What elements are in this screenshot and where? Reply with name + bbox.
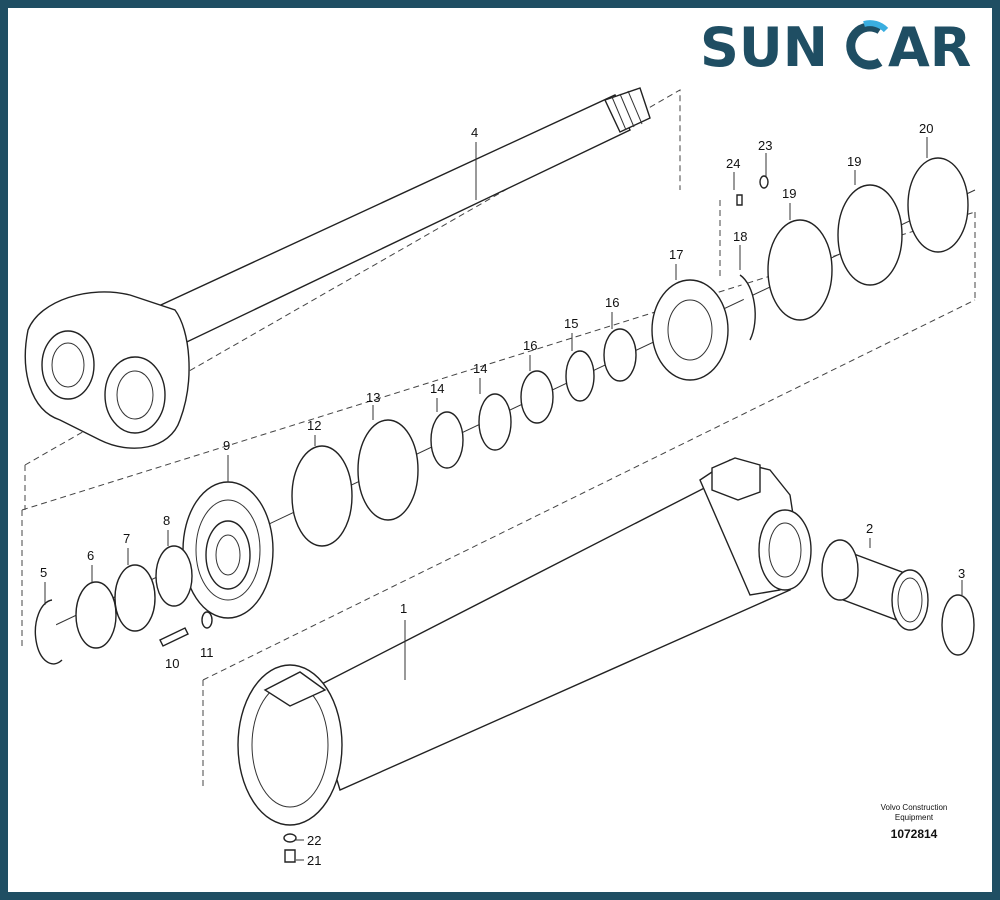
callout-22: 22 (307, 833, 321, 848)
logo-c-icon (846, 20, 889, 70)
logo-text-right: AR (888, 16, 971, 79)
callout-16b: 16 (605, 295, 619, 310)
part-21-plug (284, 849, 296, 863)
part-7-seal (114, 564, 156, 632)
part-8-ring (155, 545, 193, 607)
drawing-code: 1072814 (891, 827, 938, 841)
callout-21: 21 (307, 853, 321, 868)
diagram-canvas: SUN AR (8, 8, 992, 892)
callout-labels: 1 2 3 4 5 6 7 8 9 10 11 12 13 14 14 15 1… (40, 121, 965, 868)
part-15-o-ring (565, 350, 595, 402)
callout-24: 24 (726, 156, 740, 171)
callout-1: 1 (400, 601, 407, 616)
callout-4: 4 (471, 125, 478, 140)
part-10-screw (159, 627, 189, 647)
part-3-snap-ring (941, 594, 975, 656)
callout-5: 5 (40, 565, 47, 580)
credit-block: Volvo Construction Equipment 1072814 (881, 803, 948, 841)
part-20-seal (907, 157, 969, 253)
callout-12: 12 (307, 418, 321, 433)
part-5-retaining-ring (34, 599, 63, 665)
callout-16a: 16 (523, 338, 537, 353)
part-16a-ring (520, 370, 554, 424)
part-24-pin (736, 194, 743, 206)
callout-13: 13 (366, 390, 380, 405)
part-1-cylinder-barrel (237, 457, 812, 826)
rod-group-outline (24, 89, 681, 510)
credit-line-1: Volvo Construction (881, 803, 948, 812)
part-22-washer (283, 833, 297, 843)
callout-9: 9 (223, 438, 230, 453)
part-18-lock-ring (739, 274, 756, 341)
callout-17: 17 (669, 247, 683, 262)
callout-7: 7 (123, 531, 130, 546)
callout-15: 15 (564, 316, 578, 331)
callout-20: 20 (919, 121, 933, 136)
callout-14a: 14 (430, 381, 444, 396)
callout-6: 6 (87, 548, 94, 563)
callout-14b: 14 (473, 361, 487, 376)
callout-11: 11 (200, 645, 214, 660)
callout-8: 8 (163, 513, 170, 528)
callout-10: 10 (165, 656, 179, 671)
part-17-piston (651, 279, 729, 381)
part-23-screw (759, 175, 769, 189)
fasteners (159, 175, 769, 863)
suncar-logo: SUN AR (700, 16, 971, 79)
callout-18: 18 (733, 229, 747, 244)
credit-line-2: Equipment (895, 813, 934, 822)
callout-3: 3 (958, 566, 965, 581)
part-13-seal (357, 419, 419, 521)
logo-text-left: SUN (700, 16, 828, 79)
callout-23: 23 (758, 138, 772, 153)
part-12-ring (291, 445, 353, 547)
part-14b-guide-ring (478, 393, 512, 451)
part-4-piston-rod (24, 87, 651, 449)
part-11-washer (201, 611, 213, 629)
part-2-bushing (821, 539, 929, 631)
part-6-scraper (75, 581, 117, 649)
exploded-parts-diagram: SUN AR (21, 16, 976, 868)
callout-2: 2 (866, 521, 873, 536)
callout-19a: 19 (782, 186, 796, 201)
seal-rings (34, 157, 969, 665)
callout-19b: 19 (847, 154, 861, 169)
part-19b-wear-ring (837, 184, 903, 286)
part-14a-guide-ring (430, 411, 464, 469)
part-16b-ring (603, 328, 637, 382)
part-9-cylinder-head (182, 481, 274, 619)
part-19a-wear-ring (767, 219, 833, 321)
leader-lines (44, 137, 963, 861)
